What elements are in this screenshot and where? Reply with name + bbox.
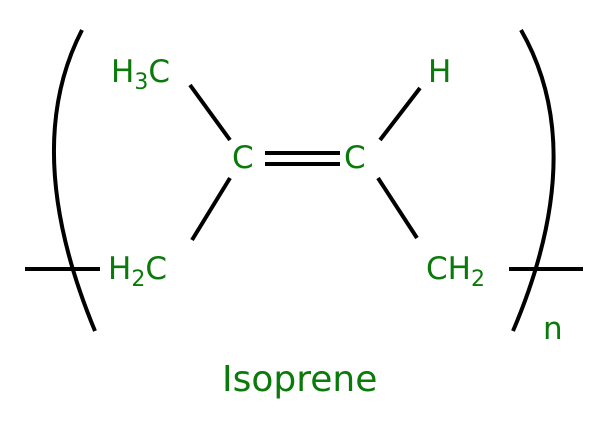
diagram-title: Isoprene xyxy=(222,359,378,400)
atom-h: H xyxy=(108,251,132,287)
bond-c2-ch2-right xyxy=(376,176,419,240)
atom-c: C xyxy=(148,54,170,90)
subscript: 2 xyxy=(470,267,485,292)
subscript: 3 xyxy=(134,70,149,95)
right-ch2-label: CH2 xyxy=(426,251,485,291)
bond-methyl-c1 xyxy=(188,83,232,142)
bond-c1-ch2-left xyxy=(190,176,232,242)
left-bracket xyxy=(51,29,97,332)
right-bracket xyxy=(511,29,556,332)
atom-h: H xyxy=(111,54,135,90)
atom-ch: CH xyxy=(426,251,471,287)
methyl-label: H3C xyxy=(111,54,170,94)
c1-label: C xyxy=(232,140,254,176)
bond-c2-h xyxy=(378,86,422,142)
atom-c: C xyxy=(145,251,167,287)
left-ch2-label: H2C xyxy=(108,251,167,291)
c2-label: C xyxy=(344,140,366,176)
h-label: H xyxy=(428,54,452,90)
repeat-subscript-n: n xyxy=(543,311,563,347)
subscript: 2 xyxy=(131,267,146,292)
